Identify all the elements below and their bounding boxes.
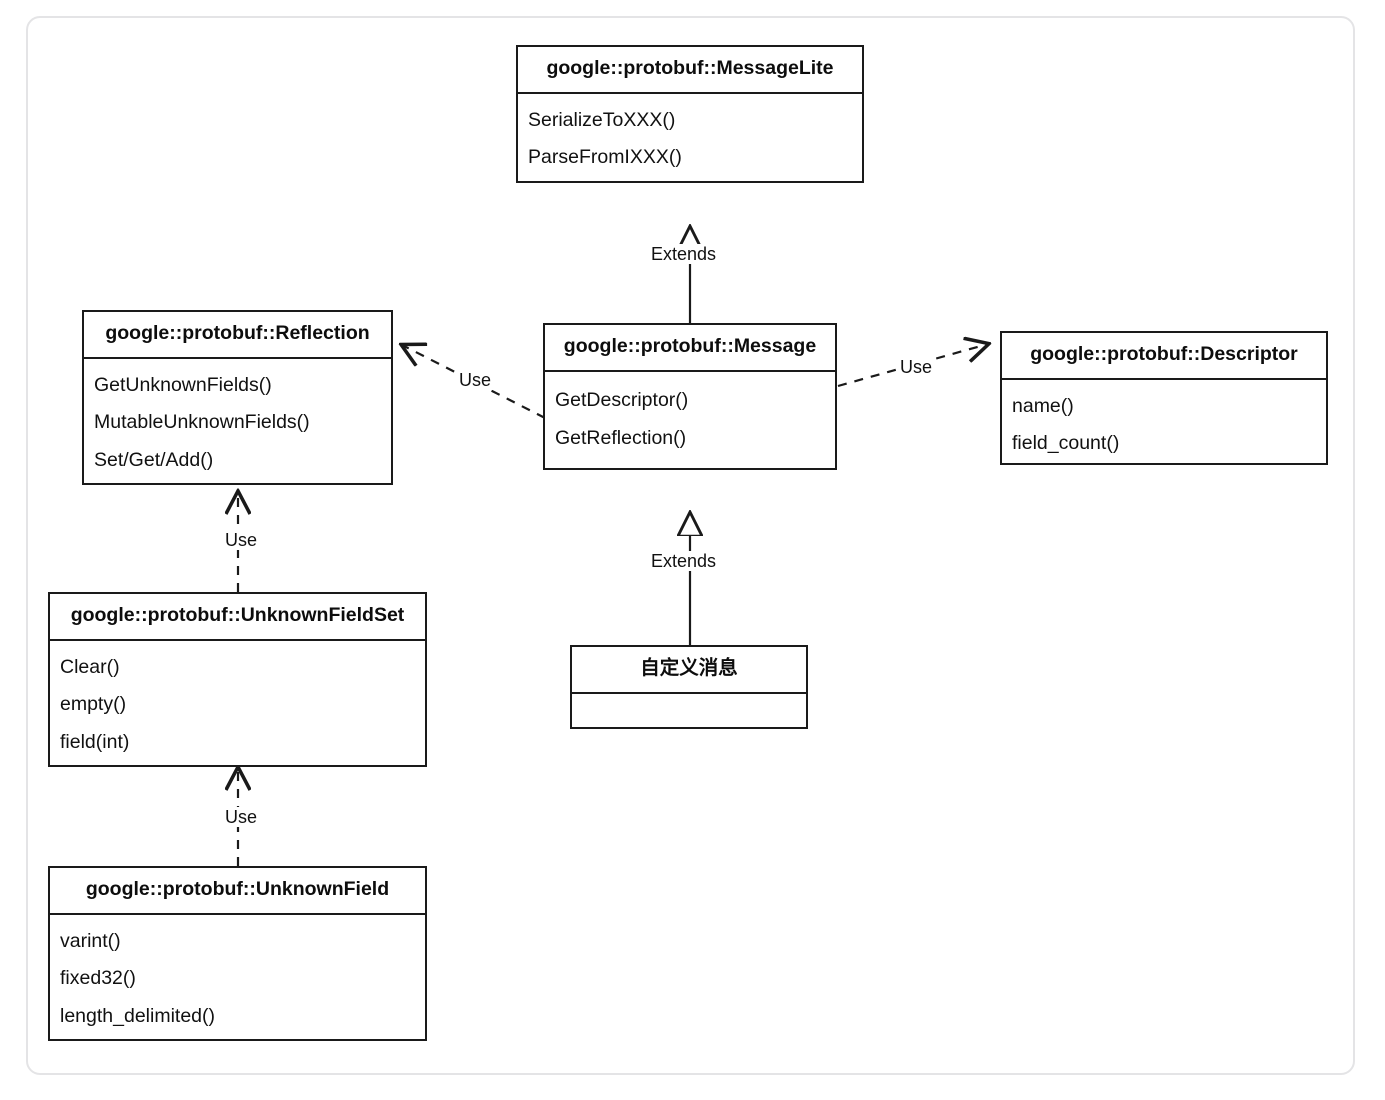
- edge-label-message-uses-descriptor: Use: [897, 357, 936, 377]
- class-title-message: google::protobuf::Message: [545, 325, 835, 372]
- class-method: name(): [1012, 394, 1074, 417]
- edge-label-ufs-uses-reflection: Use: [222, 530, 261, 550]
- class-members-unknown-field-set: Clear() empty() field(int): [50, 641, 425, 770]
- class-title-custom-message: 自定义消息: [572, 647, 806, 694]
- class-method: fixed32(): [60, 967, 136, 989]
- class-method: varint(): [60, 929, 121, 952]
- class-method: GetUnknownFields(): [94, 373, 272, 396]
- class-members-custom-message: [572, 694, 806, 740]
- class-box-descriptor[interactable]: google::protobuf::Descriptor name() fiel…: [1000, 331, 1328, 465]
- class-box-custom-message[interactable]: 自定义消息: [570, 645, 808, 729]
- class-members-message: GetDescriptor() GetReflection(): [545, 372, 835, 469]
- class-box-unknown-field-set[interactable]: google::protobuf::UnknownFieldSet Clear(…: [48, 592, 427, 767]
- class-box-message[interactable]: google::protobuf::Message GetDescriptor(…: [543, 323, 837, 470]
- class-method: SerializeToXXX(): [528, 108, 676, 131]
- edge-label-custom-extends-message: Extends: [648, 551, 720, 571]
- class-box-unknown-field[interactable]: google::protobuf::UnknownField varint() …: [48, 866, 427, 1041]
- class-method: Clear(): [60, 655, 120, 678]
- class-method: MutableUnknownFields(): [94, 411, 310, 433]
- class-method: empty(): [60, 693, 127, 715]
- edge-label-message-extends-messagelite: Extends: [648, 244, 720, 264]
- edge-label-uf-uses-ufs: Use: [222, 807, 261, 827]
- class-box-message-lite[interactable]: google::protobuf::MessageLite SerializeT…: [516, 45, 864, 183]
- class-title-unknown-field: google::protobuf::UnknownField: [50, 868, 425, 915]
- class-title-message-lite: google::protobuf::MessageLite: [518, 47, 862, 94]
- edge-label-message-uses-reflection: Use: [456, 370, 495, 390]
- class-box-reflection[interactable]: google::protobuf::Reflection GetUnknownF…: [82, 310, 393, 485]
- class-members-reflection: GetUnknownFields() MutableUnknownFields(…: [84, 359, 391, 488]
- class-method: length_delimited(): [60, 1004, 216, 1027]
- class-members-message-lite: SerializeToXXX() ParseFromIXXX(): [518, 94, 862, 185]
- class-members-unknown-field: varint() fixed32() length_delimited(): [50, 915, 425, 1044]
- class-title-unknown-field-set: google::protobuf::UnknownFieldSet: [50, 594, 425, 641]
- class-method: GetDescriptor(): [555, 389, 689, 412]
- class-method: GetReflection(): [555, 426, 687, 449]
- class-method: field(int): [60, 730, 130, 753]
- class-method: ParseFromIXXX(): [528, 146, 682, 168]
- class-method: Set/Get/Add(): [94, 448, 214, 471]
- class-members-descriptor: name() field_count(): [1002, 380, 1326, 471]
- class-title-reflection: google::protobuf::Reflection: [84, 312, 391, 359]
- class-method: field_count(): [1012, 432, 1120, 454]
- class-title-descriptor: google::protobuf::Descriptor: [1002, 333, 1326, 380]
